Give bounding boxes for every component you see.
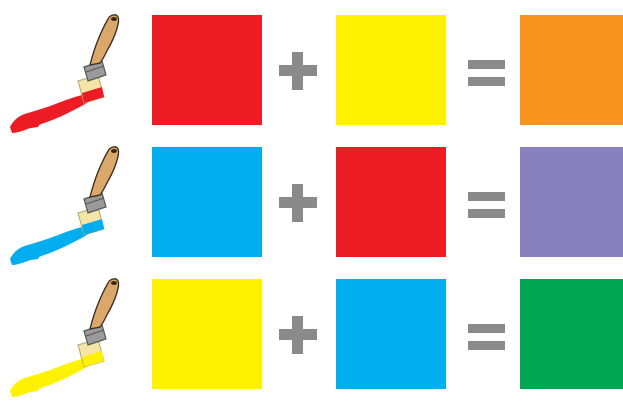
plus-sign-icon xyxy=(270,279,330,389)
second-color-swatch xyxy=(336,147,446,257)
first-color-swatch xyxy=(152,147,262,257)
second-color-swatch xyxy=(336,279,446,389)
equals-sign-icon xyxy=(458,147,518,257)
equation-row-red xyxy=(0,15,623,125)
first-color-swatch xyxy=(152,279,262,389)
equation-row-blue xyxy=(0,147,623,257)
first-color-swatch xyxy=(152,15,262,125)
plus-sign-icon xyxy=(270,147,330,257)
equation-row-yellow xyxy=(0,279,623,389)
result-color-swatch xyxy=(520,147,623,257)
yellow-paintbrush-icon xyxy=(4,273,134,401)
result-color-swatch xyxy=(520,15,623,125)
red-paintbrush-icon xyxy=(4,9,134,137)
equals-sign-icon xyxy=(458,15,518,125)
blue-paintbrush-icon xyxy=(4,141,134,269)
equals-sign-icon xyxy=(458,279,518,389)
plus-sign-icon xyxy=(270,15,330,125)
second-color-swatch xyxy=(336,15,446,125)
result-color-swatch xyxy=(520,279,623,389)
